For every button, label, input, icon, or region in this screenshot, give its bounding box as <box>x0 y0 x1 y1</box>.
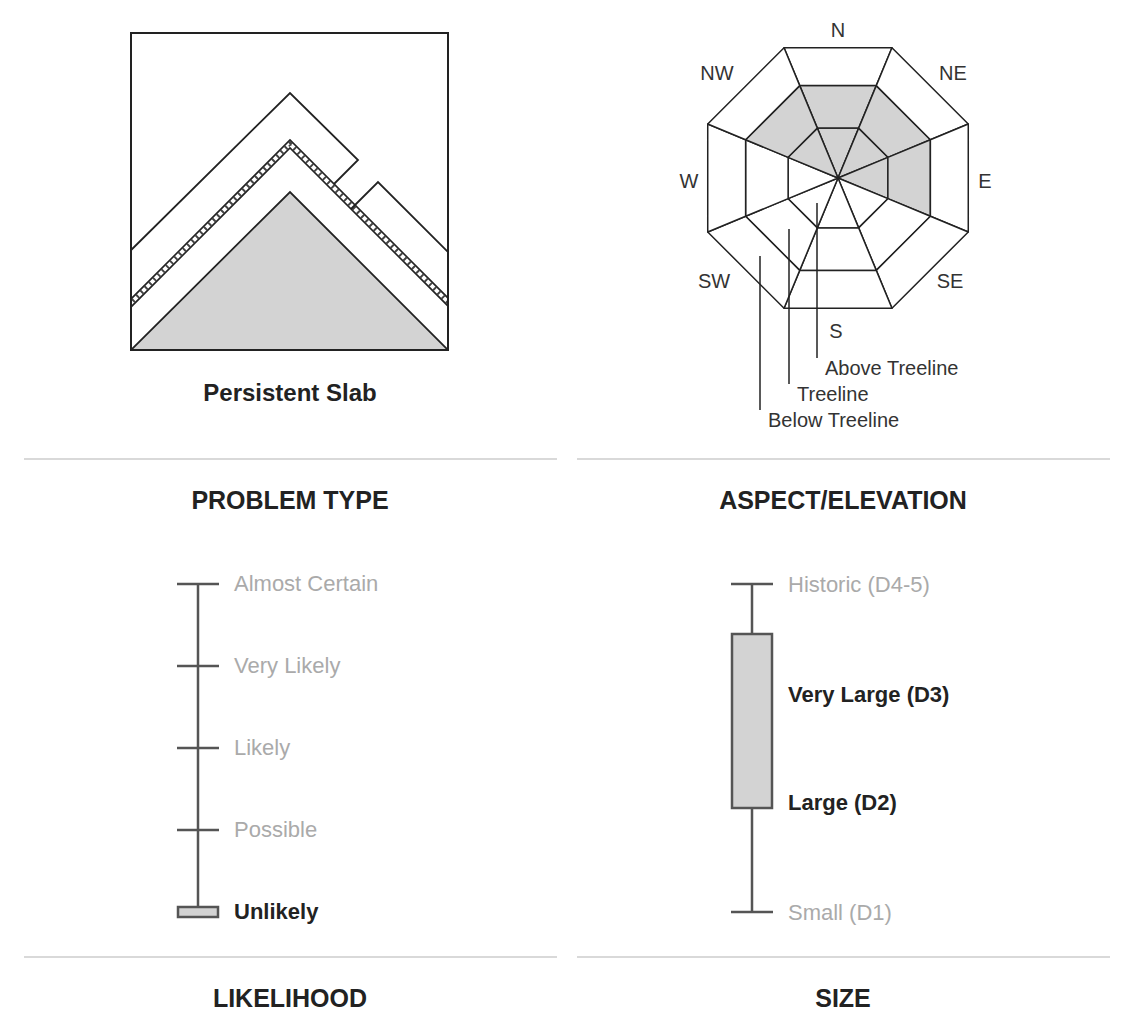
aspect-label: N <box>831 19 845 42</box>
likelihood-level: Unlikely <box>234 899 318 924</box>
persistent-slab-icon <box>131 93 448 350</box>
problem-name: Persistent Slab <box>203 379 376 407</box>
aspect-label: NW <box>700 62 733 85</box>
aspect-label: SW <box>698 270 730 293</box>
size-level: Very Large (D3) <box>788 682 949 707</box>
elevation-label: Treeline <box>797 383 869 406</box>
section-heading: PROBLEM TYPE <box>191 486 388 515</box>
aspect-cell <box>784 48 892 86</box>
elevation-label: Below Treeline <box>768 409 899 432</box>
likelihood-level: Likely <box>234 735 290 760</box>
elevation-label: Above Treeline <box>825 357 958 380</box>
separators <box>24 459 1110 957</box>
icon-frame <box>131 33 448 350</box>
aspect-label: S <box>829 320 842 343</box>
aspect-label: W <box>680 170 699 193</box>
aspect-cell <box>876 48 968 140</box>
aspect-label: NE <box>939 62 967 85</box>
aspect-cell <box>876 216 968 308</box>
aspect-cell <box>930 124 968 232</box>
aspect-label: SE <box>937 270 964 293</box>
aspect-rose <box>708 48 969 309</box>
size-level: Historic (D4-5) <box>788 572 930 597</box>
section-heading: SIZE <box>815 984 871 1013</box>
leader-lines <box>760 203 817 410</box>
size-level: Small (D1) <box>788 900 892 925</box>
likelihood-scale <box>177 584 219 917</box>
section-heading: ASPECT/ELEVATION <box>719 486 967 515</box>
likelihood-level: Very Likely <box>234 653 340 678</box>
size-scale <box>731 584 773 912</box>
likelihood-level: Almost Certain <box>234 571 378 596</box>
likelihood-level: Possible <box>234 817 317 842</box>
aspect-label: E <box>978 170 991 193</box>
section-heading: LIKELIHOOD <box>213 984 367 1013</box>
aspect-cell <box>708 216 800 308</box>
size-level: Large (D2) <box>788 790 897 815</box>
aspect-cell <box>784 270 892 308</box>
aspect-cell <box>708 124 746 232</box>
